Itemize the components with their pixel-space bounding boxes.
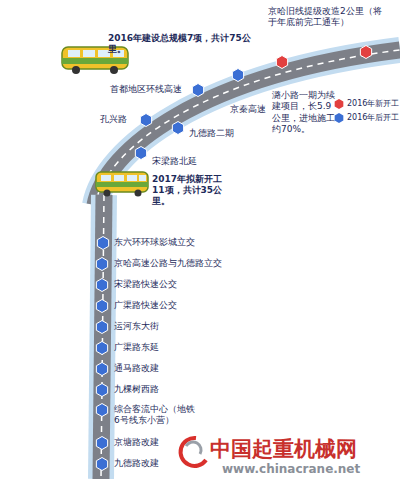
project-label: 宋梁路快速公交 xyxy=(114,279,244,290)
project-marker: 潞小路一期为续建项目，长5.9公里，进地施工约70%。 xyxy=(272,90,340,135)
hexagon-marker xyxy=(170,120,186,136)
hexagon-shape xyxy=(97,237,108,250)
project-marker: 综合客流中心（地铁6号线东小营） xyxy=(114,404,198,427)
project-label: 京哈高速公路与九德路立交 xyxy=(114,258,244,269)
hexagon-shape xyxy=(276,56,287,69)
project-label: 宋梁路北延 xyxy=(152,156,222,167)
project-marker: 广渠路东延 xyxy=(114,342,244,353)
project-marker: 九德路二期 xyxy=(189,128,249,139)
hexagon-shape xyxy=(96,321,107,334)
hexagon-shape xyxy=(232,69,243,82)
hexagon-shape xyxy=(135,147,146,160)
bus-icon xyxy=(96,172,148,197)
hexagon-marker xyxy=(94,361,110,377)
legend-text: 2016年后开工 xyxy=(347,113,399,122)
hexagon-marker xyxy=(94,382,110,398)
hexagon-shape xyxy=(140,114,151,127)
hexagon-shape xyxy=(96,384,107,397)
project-marker: 宋梁路北延 xyxy=(152,156,222,167)
hexagon-shape xyxy=(97,300,108,313)
hexagon-shape xyxy=(360,46,371,59)
hexagon-marker xyxy=(94,340,110,356)
project-label: 孔兴路 xyxy=(100,114,140,125)
road-border xyxy=(95,50,400,205)
road xyxy=(95,50,400,205)
hexagon-shape xyxy=(97,258,108,271)
project-marker: 广渠路快速公交 xyxy=(114,300,244,311)
watermark-logo xyxy=(181,438,206,466)
hexagon-marker xyxy=(94,456,110,472)
project-marker: 九棵树西路 xyxy=(114,384,244,395)
project-marker: 宋梁路快速公交 xyxy=(114,279,244,290)
project-label: 广渠路东延 xyxy=(114,342,244,353)
hexagon-shape xyxy=(96,342,107,355)
legend-swatch xyxy=(334,113,344,123)
hexagon-marker xyxy=(94,402,110,418)
project-marker: 孔兴路 xyxy=(100,114,140,125)
legend-item: 2016年后开工 xyxy=(334,112,399,123)
hexagon-marker xyxy=(94,435,110,451)
hexagon-shape xyxy=(97,279,108,292)
project-label: 广渠路快速公交 xyxy=(114,300,244,311)
hexagon-marker xyxy=(358,44,374,60)
project-label: 九德路二期 xyxy=(189,128,249,139)
hexagon-shape xyxy=(96,437,107,450)
legend-text: 2016年新开工 xyxy=(347,99,399,108)
hexagon-marker xyxy=(95,235,111,251)
hexagon-marker xyxy=(230,67,246,83)
project-label: 潞小路一期为续建项目，长5.9公里，进地施工约70%。 xyxy=(272,90,340,135)
watermark: 中国起重机械网 xyxy=(210,437,398,462)
hexagon-shape xyxy=(172,122,183,135)
project-label: 通马路改建 xyxy=(114,363,244,374)
hexagon-shape xyxy=(96,363,107,376)
hexagon-marker xyxy=(133,145,149,161)
road-marking xyxy=(95,50,400,205)
hexagon-marker xyxy=(94,256,110,272)
project-marker: 京哈高速公路与九德路立交 xyxy=(114,258,244,269)
project-label: 九棵树西路 xyxy=(114,384,244,395)
project-marker: 通马路改建 xyxy=(114,363,244,374)
hexagon-marker xyxy=(190,82,206,98)
hexagon-shape xyxy=(96,404,107,417)
hexagon-marker xyxy=(274,54,290,70)
project-marker: 首都地区环线高速 xyxy=(110,84,192,95)
heading-text: 2017年拟新开工11项，共计35公里。 xyxy=(152,174,234,206)
legend-swatch xyxy=(334,99,344,109)
hexagon-marker xyxy=(94,277,110,293)
watermark: www.chinacrane.net xyxy=(222,462,392,476)
project-marker: 京哈旧线提级改造2公里（将于年底前完工通车） xyxy=(268,6,386,29)
hexagon-shape xyxy=(96,458,107,471)
project-label: 运河东大街 xyxy=(114,321,244,332)
project-marker: 运河东大街 xyxy=(114,321,244,332)
legend-item: 2016年新开工 xyxy=(334,98,399,109)
project-label: 首都地区环线高速 xyxy=(110,84,192,95)
hexagon-shape xyxy=(192,84,203,97)
project-marker: 东六环环球影城立交 xyxy=(114,237,244,248)
project-label: 东六环环球影城立交 xyxy=(114,237,244,248)
hexagon-marker xyxy=(94,298,110,314)
hexagon-marker xyxy=(138,112,154,128)
hexagon-marker xyxy=(94,319,110,335)
heading-text: 2016年建设总规模7项，共计75公里。 xyxy=(108,33,268,55)
project-label: 综合客流中心（地铁6号线东小营） xyxy=(114,404,198,427)
project-label: 京哈旧线提级改造2公里（将于年底前完工通车） xyxy=(268,6,386,29)
